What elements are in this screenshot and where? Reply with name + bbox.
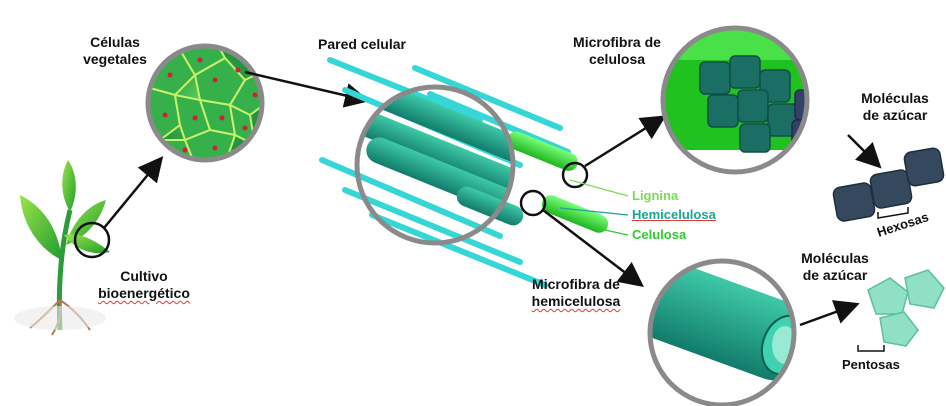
pentoses-label-text: Pentosas (842, 356, 900, 373)
pentose-molecules-icon (868, 270, 944, 346)
cell-wall-structure (322, 60, 611, 285)
hemicellulose-focus-ring (521, 191, 545, 215)
arrow-hemicellulose-to-pentoses (800, 305, 855, 325)
plant-cells-circle (145, 40, 270, 165)
arrow-plant-to-cells (104, 160, 160, 228)
sugar-molecules-bottom-line2: de azúcar (792, 267, 878, 284)
sugar-molecules-top-line1: Moléculas (855, 90, 935, 107)
arrow-wall-to-cellulose (585, 118, 662, 166)
plant-cells-label: Células vegetales (70, 34, 160, 68)
sugar-molecules-top-label: Moléculas de azúcar (855, 90, 935, 124)
plant-cells-label-line1: Células (70, 34, 160, 51)
hexose-molecules-icon (832, 147, 944, 222)
bioenergy-crop-label-line2: bioenergético (94, 285, 194, 302)
cell-wall-label: Pared celular (318, 36, 406, 53)
plant-icon (14, 160, 110, 335)
bioenergy-crop-label: Cultivo bioenergético (94, 268, 194, 302)
cellulose-microfibril-label: Microfibra de celulosa (562, 34, 672, 68)
hemicellulose-microfibril-label: Microfibra de hemicelulosa (520, 276, 632, 310)
hemicellulose-legend: Hemicelulosa (632, 207, 716, 222)
hemicellulose-microfibril-label-line1: Microfibra de (520, 276, 632, 293)
hemicellulose-legend-text: Hemicelulosa (632, 207, 716, 222)
cellulose-legend: Celulosa (632, 227, 686, 242)
pentose-bracket (858, 345, 884, 351)
pentoses-label: Pentosas (842, 356, 900, 373)
cell-wall-label-text: Pared celular (318, 36, 406, 53)
cellulose-microfibril-circle (650, 28, 850, 172)
cellulose-legend-text: Celulosa (632, 227, 686, 242)
lignin-legend: Lignina (632, 188, 678, 203)
plant-cells-label-line2: vegetales (70, 51, 160, 68)
arrow-cellulose-to-hexoses (848, 135, 878, 165)
cellulose-microfibril-label-line1: Microfibra de (562, 34, 672, 51)
hemicellulose-microfibril-label-line2: hemicelulosa (520, 293, 632, 310)
cellulose-microfibril-label-line2: celulosa (562, 51, 672, 68)
sugar-molecules-bottom-line1: Moléculas (792, 250, 878, 267)
sugar-molecules-bottom-label: Moléculas de azúcar (792, 250, 878, 284)
lignin-leader (570, 180, 628, 196)
lignin-legend-text: Lignina (632, 188, 678, 203)
sugar-molecules-top-line2: de azúcar (855, 107, 935, 124)
bioenergy-crop-label-line1: Cultivo (94, 268, 194, 285)
